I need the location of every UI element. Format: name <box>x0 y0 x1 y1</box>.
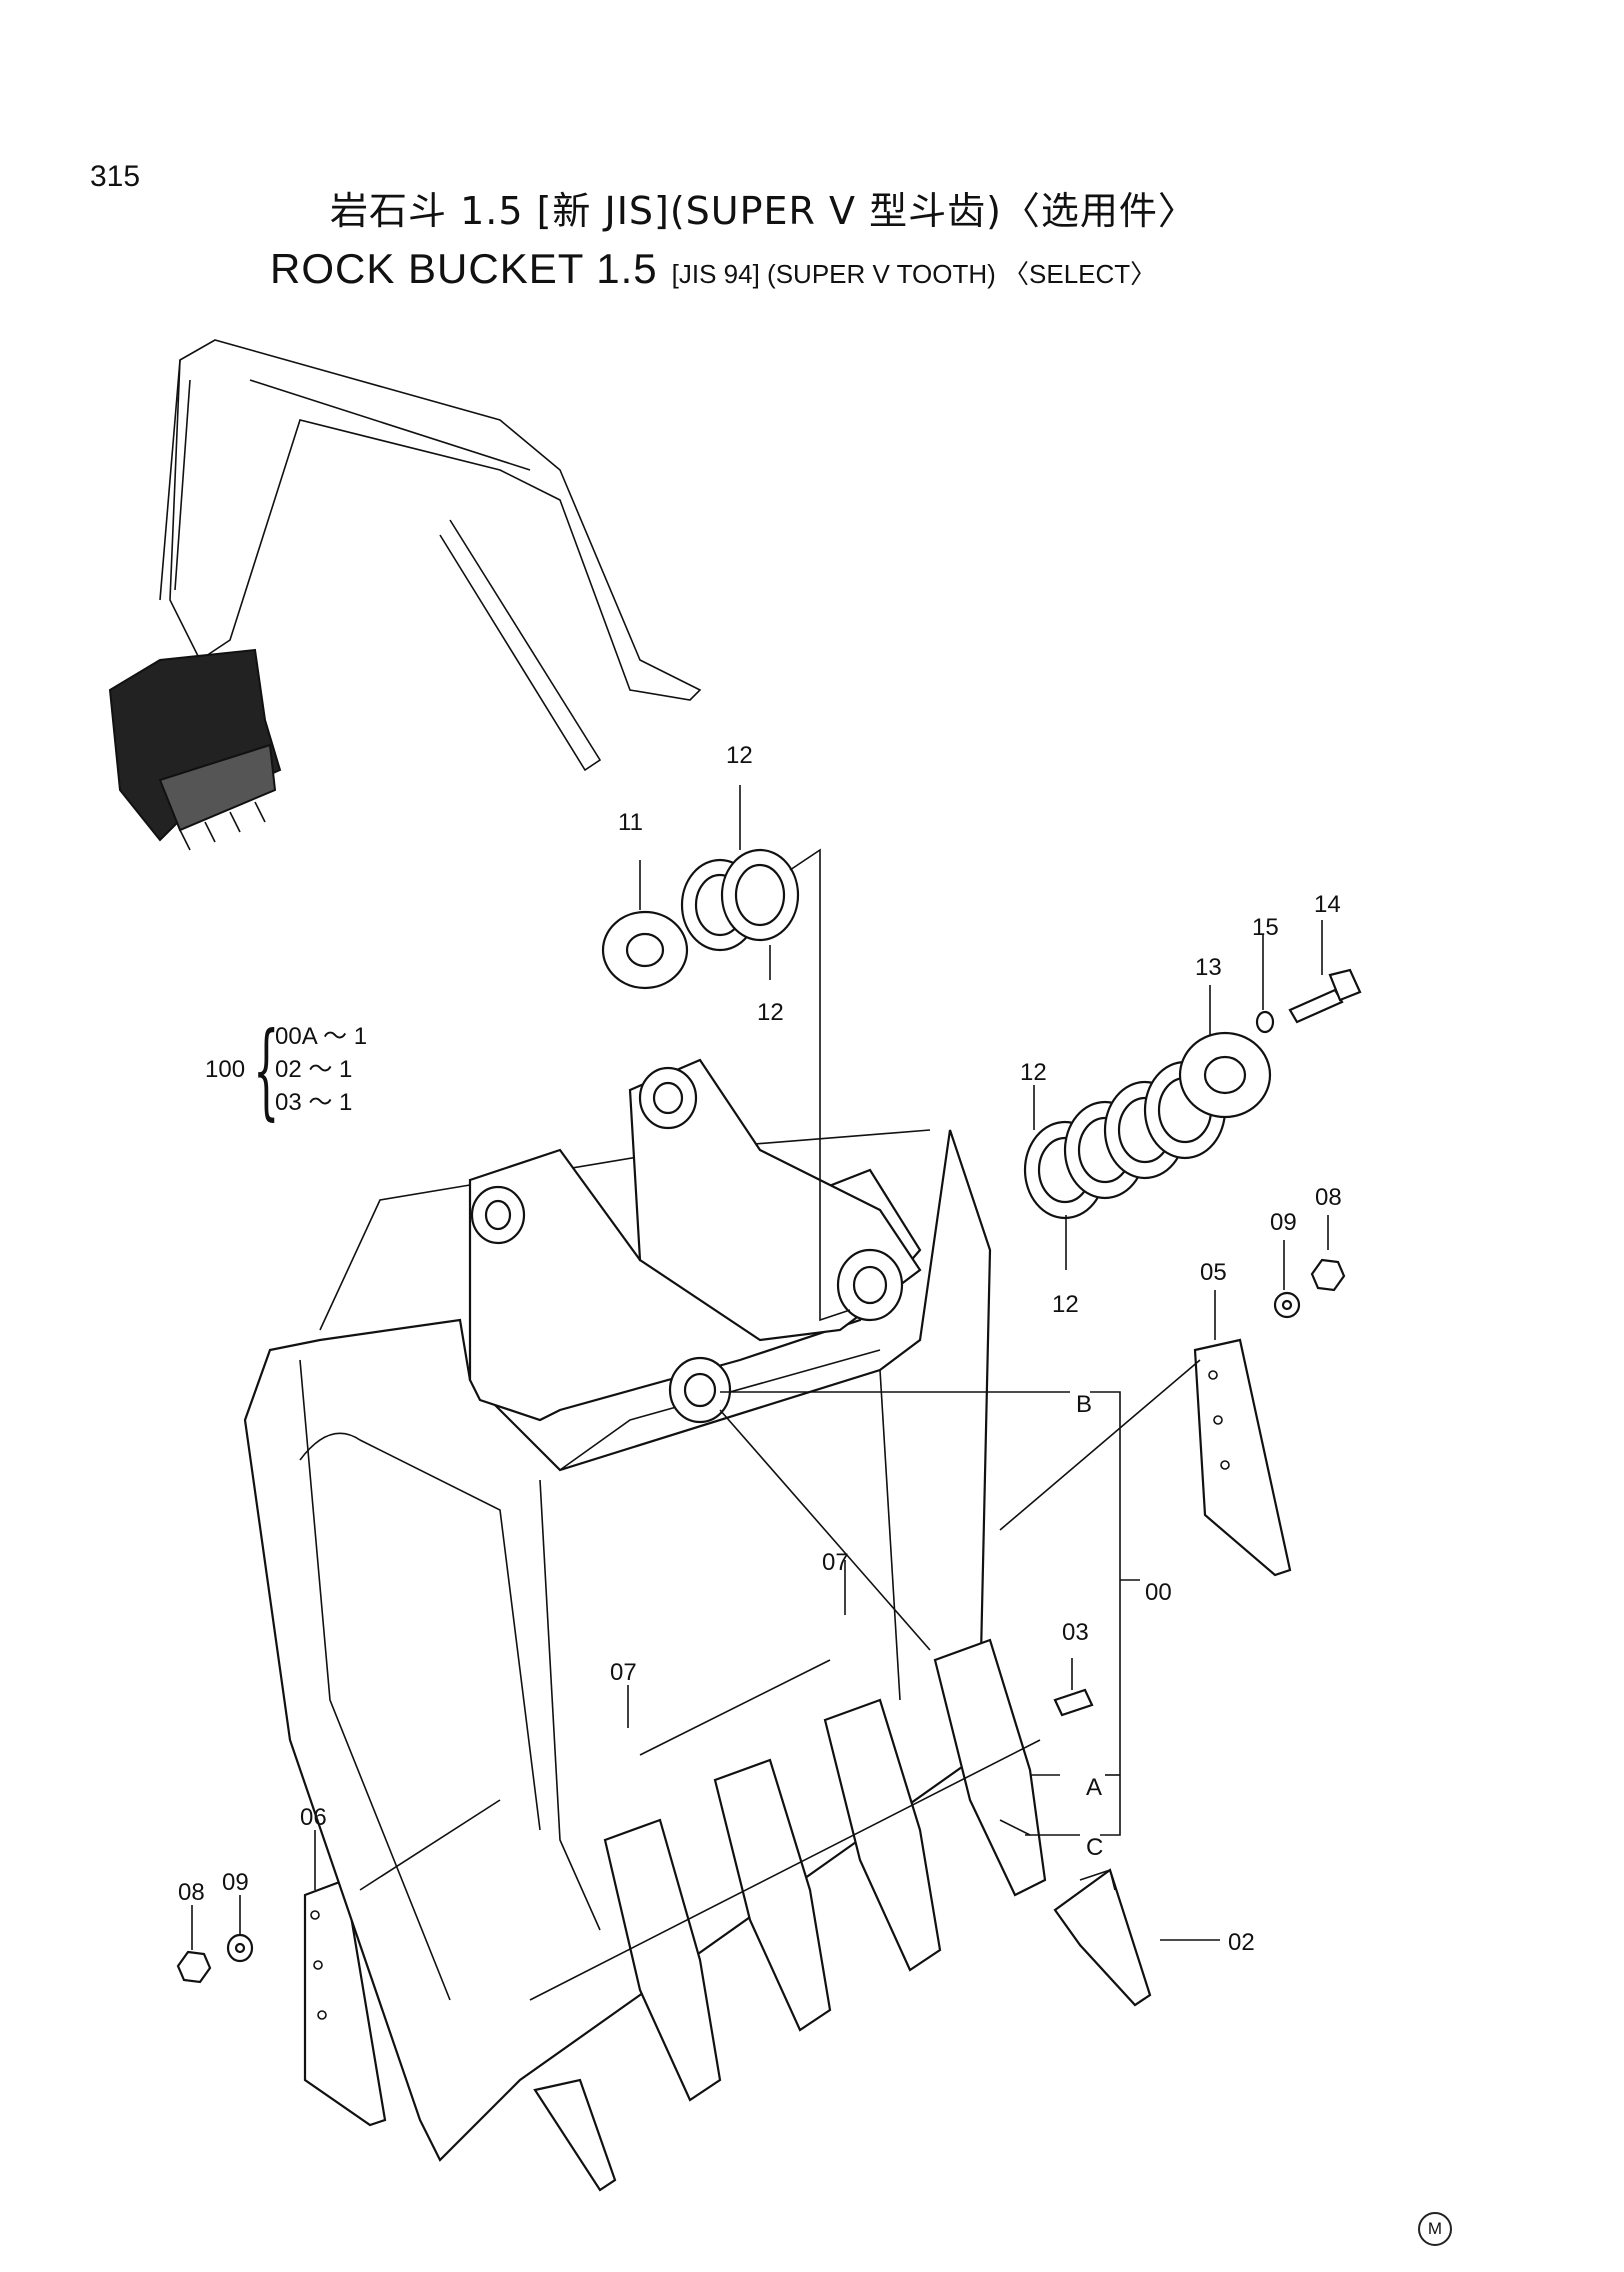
callout-12: 12 <box>1052 1291 1079 1318</box>
assembly-row: 02 ～ 1 <box>275 1056 353 1083</box>
callout-13: 13 <box>1195 954 1222 981</box>
callout-07: 07 <box>822 1549 849 1576</box>
callout-11: 11 <box>618 809 643 836</box>
callout-09: 09 <box>222 1869 249 1896</box>
pin-03 <box>1053 1688 1094 1717</box>
title-chinese: 岩石斗 1.5 [新 JIS](SUPER V 型斗齿)〈选用件〉 <box>330 189 1197 233</box>
side-cutter-05 <box>1193 1338 1292 1577</box>
nut-08-right <box>1310 1258 1346 1292</box>
tooth-02 <box>1053 1868 1152 2007</box>
callout-12: 12 <box>726 742 753 769</box>
callout-03: 03 <box>1062 1619 1089 1646</box>
assembly-number: 100 <box>205 1056 246 1083</box>
manufacturer-mark: M <box>1418 2212 1452 2246</box>
callout-00: 00 <box>1145 1579 1172 1606</box>
callout-09: 09 <box>1270 1209 1297 1236</box>
callout-A: A <box>1086 1774 1102 1801</box>
title-english: ROCK BUCKET 1.5 [JIS 94] (SUPER V TOOTH) … <box>270 245 1156 293</box>
boss-13 <box>1178 1031 1272 1119</box>
callout-12: 12 <box>757 999 784 1026</box>
callout-05: 05 <box>1200 1259 1227 1286</box>
callout-07: 07 <box>610 1659 637 1686</box>
bolt-14 <box>1288 968 1362 1024</box>
washer-15 <box>1255 1010 1275 1034</box>
callout-02: 02 <box>1228 1929 1255 1956</box>
callout-15: 15 <box>1252 914 1279 941</box>
bucket-body <box>243 1129 1002 2162</box>
assembly-row: 00A ～ 1 <box>275 1023 368 1050</box>
callout-C: C <box>1086 1834 1103 1861</box>
callout-08: 08 <box>1315 1184 1342 1211</box>
bucket-bracket <box>468 1058 922 1424</box>
shim-12-right <box>1023 1060 1227 1220</box>
page-number: 315 <box>90 160 141 193</box>
callout-06: 06 <box>300 1804 327 1831</box>
excavator-arm-thumbnail <box>108 339 702 851</box>
title-english-main: ROCK BUCKET 1.5 <box>270 245 658 292</box>
assembly-brace: { <box>253 1009 280 1131</box>
callout-labels: 11 12 12 12 12 13 14 15 08 09 05 B 00 03… <box>178 742 1342 1956</box>
leader-lines <box>191 785 1329 1950</box>
title-english-sub: [JIS 94] (SUPER V TOOTH) 〈SELECT〉 <box>671 259 1157 289</box>
nut-08-left <box>176 1950 212 1984</box>
washer-09-right <box>1273 1291 1301 1319</box>
callout-14: 14 <box>1314 891 1341 918</box>
callout-08: 08 <box>178 1879 205 1906</box>
bucket-teeth <box>529 1638 1047 2192</box>
washer-09-left <box>226 1933 254 1963</box>
callout-12: 12 <box>1020 1059 1047 1086</box>
shim-12-upper <box>680 848 800 952</box>
boss-11 <box>601 910 689 990</box>
callout-B: B <box>1076 1391 1092 1418</box>
assembly-row: 03 ～ 1 <box>275 1089 353 1116</box>
